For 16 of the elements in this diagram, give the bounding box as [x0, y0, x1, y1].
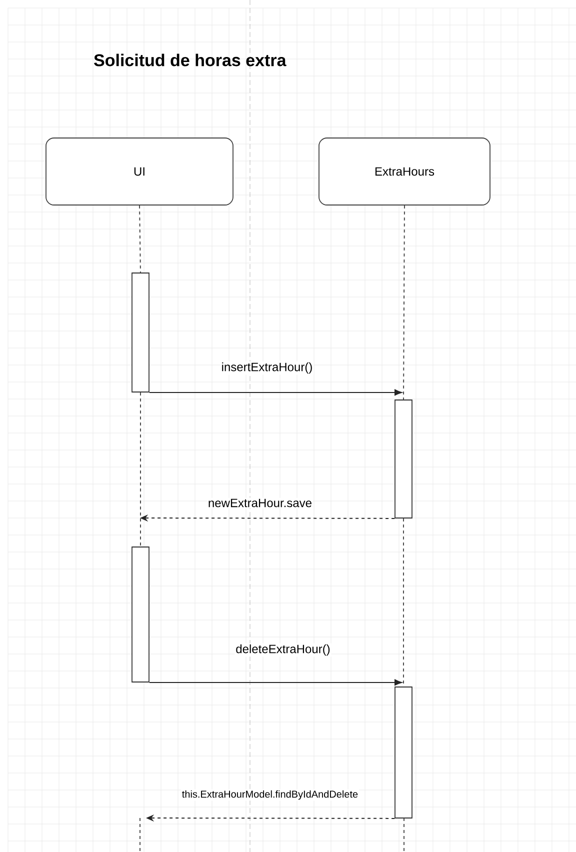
- lifeline: [140, 392, 141, 548]
- lifeline-box: UI: [46, 138, 234, 206]
- activation-bar: [132, 272, 150, 392]
- activation-bar: [132, 546, 150, 682]
- edge-label: insertExtraHour(): [222, 362, 312, 374]
- activation-bar: [394, 686, 412, 818]
- message-arrow: [148, 679, 402, 686]
- lifeline-box: ExtraHours: [318, 138, 490, 206]
- message-arrow: [148, 389, 402, 396]
- title: Solicitud de horas extra: [94, 54, 286, 66]
- lifeline: [403, 204, 405, 400]
- lifeline: [139, 204, 141, 274]
- activation-bar: [394, 400, 412, 518]
- edge-label: newExtraHour.save: [208, 498, 312, 508]
- edge-label: this.ExtraHourModel.findByIdAndDelete: [182, 790, 358, 800]
- edge-label: deleteExtraHour(): [236, 644, 330, 656]
